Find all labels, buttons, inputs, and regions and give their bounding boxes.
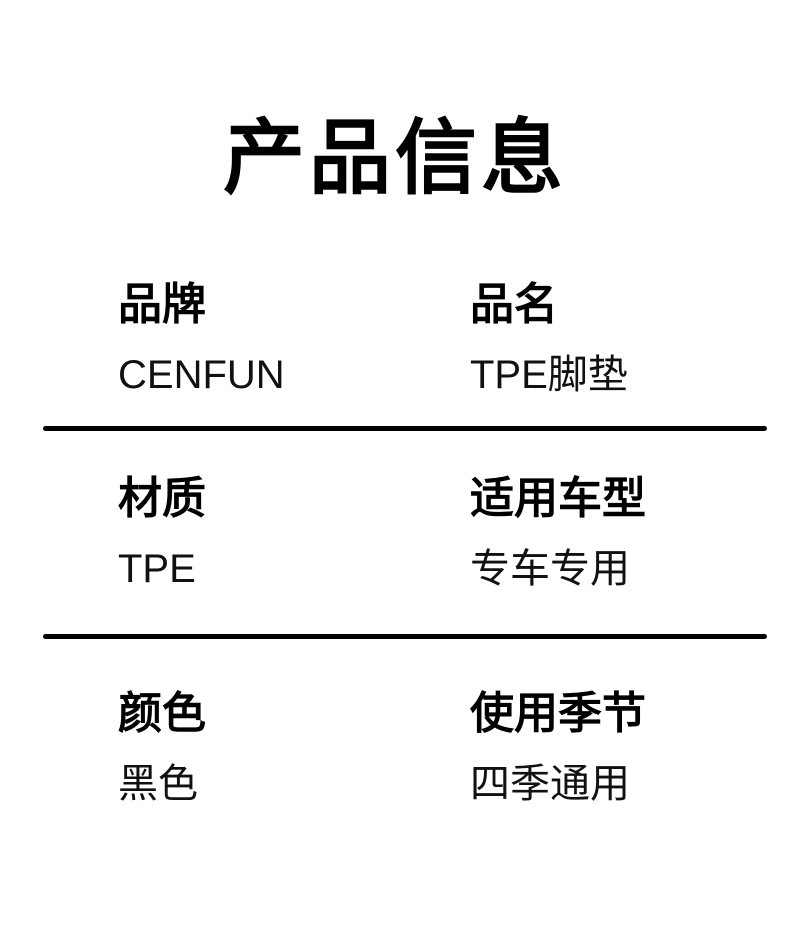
divider-1 [43, 426, 767, 431]
spec-label-product-name: 品名 [470, 280, 558, 329]
spec-cell-season: 使用季节 四季通用 [470, 689, 790, 806]
spec-label-vehicle-model: 适用车型 [470, 474, 646, 523]
spec-value-season: 四季通用 [470, 761, 630, 806]
spec-value-vehicle-model: 专车专用 [470, 546, 630, 591]
spec-cell-brand: 品牌 CENFUN [118, 280, 470, 397]
spec-row-color-season: 颜色 黑色 使用季节 四季通用 [118, 689, 790, 806]
spec-value-color: 黑色 [118, 761, 198, 806]
spec-value-material: TPE [118, 546, 196, 591]
spec-label-material: 材质 [118, 474, 206, 523]
page-title: 产品信息 [222, 113, 567, 204]
spec-row-brand-name: 品牌 CENFUN 品名 TPE脚垫 [118, 280, 790, 397]
spec-cell-material: 材质 TPE [118, 474, 470, 591]
spec-value-product-name: TPE脚垫 [470, 352, 628, 397]
spec-label-color: 颜色 [118, 689, 206, 738]
divider-2 [43, 634, 767, 639]
spec-cell-product-name: 品名 TPE脚垫 [470, 280, 790, 397]
spec-label-brand: 品牌 [118, 280, 206, 329]
spec-row-material-model: 材质 TPE 适用车型 专车专用 [118, 474, 790, 591]
spec-label-season: 使用季节 [470, 689, 646, 738]
spec-cell-color: 颜色 黑色 [118, 689, 470, 806]
spec-cell-vehicle-model: 适用车型 专车专用 [470, 474, 790, 591]
spec-value-brand: CENFUN [118, 352, 285, 397]
